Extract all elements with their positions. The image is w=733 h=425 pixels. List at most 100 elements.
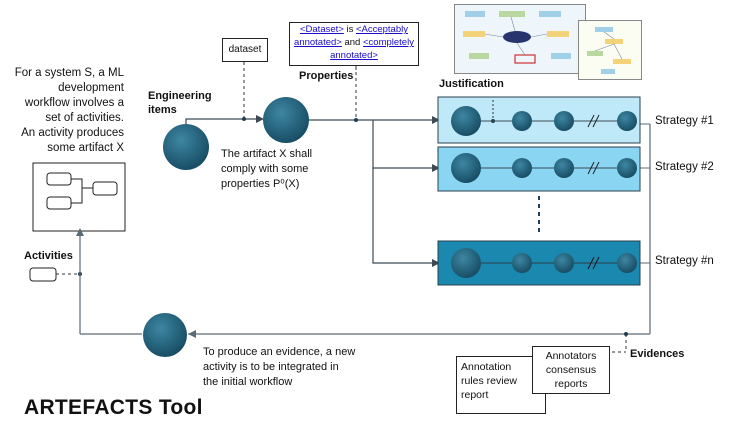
thumb1-block-1 xyxy=(465,11,485,17)
lane1-node-1 xyxy=(451,106,481,136)
lane2-in-arrow xyxy=(432,164,440,172)
loop-arrow-left xyxy=(188,330,196,338)
lane2-node-1 xyxy=(451,153,481,183)
branch-to-lane2 xyxy=(372,120,438,169)
thumb1-link-3 xyxy=(516,42,526,56)
justification-label: Justification xyxy=(439,78,504,90)
workflow-mini-node-2 xyxy=(46,196,72,210)
thumb2-block-2 xyxy=(605,39,623,44)
thumb1-block-3 xyxy=(539,11,561,17)
requirement-line-1: The artifact X shall xyxy=(221,148,313,160)
properties-label: Properties xyxy=(299,70,354,82)
annotators-consensus-reports-doc: Annotators consensus reports xyxy=(532,346,610,394)
doc1-line-1: Annotation xyxy=(461,361,512,373)
properties-and: and xyxy=(341,37,363,48)
doc2-line-1: Annotators xyxy=(545,350,597,362)
acceptably-annotated-link[interactable]: <Acceptably annotated> xyxy=(294,24,408,48)
engineering-items-label-line-1: Engineering xyxy=(148,90,212,102)
requirement-text: The artifact X shall comply with some pr… xyxy=(221,147,363,192)
lane1-in-arrow xyxy=(432,116,440,124)
dataset-link[interactable]: <Dataset> xyxy=(299,24,344,35)
lane1-break-b xyxy=(592,114,600,128)
branch-to-lane3 xyxy=(372,168,438,264)
doc2-line-3: reports xyxy=(554,378,588,390)
requirement-line-3: properties P⁰(X) xyxy=(221,178,300,190)
properties-junction xyxy=(354,118,358,122)
doc2-line-2: consensus xyxy=(545,364,597,376)
lane3-node-4 xyxy=(617,253,637,273)
lane2-node-3 xyxy=(554,158,574,178)
engineering-items-label-line-2: items xyxy=(148,104,177,116)
lane3-break-a xyxy=(587,256,595,270)
doc1-line-3: report xyxy=(461,389,489,401)
lane2-break-b xyxy=(592,161,600,175)
system-line-5: An activity produces xyxy=(21,127,124,139)
lane1-node-4 xyxy=(617,111,637,131)
system-line-4: set of activities. xyxy=(45,112,124,124)
doc1-line-2: rules review xyxy=(461,375,518,387)
loop-arrow-up xyxy=(76,228,84,236)
tool-screenshot-thumbnail-2 xyxy=(578,20,642,80)
thumb2-block-5 xyxy=(601,69,615,74)
system-line-2: development xyxy=(58,82,124,94)
workflow-mini-node-1 xyxy=(46,172,72,186)
evidence-line-1: To produce an evidence, a new xyxy=(203,346,356,358)
lane1-break-a xyxy=(587,114,595,128)
lane3-node-1 xyxy=(451,248,481,278)
workflow-mini-node-3 xyxy=(92,181,118,196)
properties-is: is xyxy=(343,24,356,35)
tool-title: ARTEFACTS Tool xyxy=(24,396,203,419)
thumb1-block-8 xyxy=(551,53,571,59)
lane1-node-2 xyxy=(512,111,532,131)
system-line-3: workflow involves a xyxy=(24,97,124,109)
thumb2-block-3 xyxy=(587,51,603,56)
evidence-line-3: the initial workflow xyxy=(203,376,293,388)
thumb1-block-6 xyxy=(469,53,489,59)
completely-annotated-link[interactable]: <completely annotated> xyxy=(330,37,414,61)
annotation-rules-review-report-doc: Annotation rules review report xyxy=(456,356,546,414)
lane2-node-4 xyxy=(617,158,637,178)
artifact-node xyxy=(263,97,309,143)
thumb1-block-2 xyxy=(499,11,525,17)
engineering-items-label: Engineering items xyxy=(148,89,212,117)
lane3-break-b xyxy=(592,256,600,270)
strategy-n-label: Strategy #n xyxy=(655,255,714,267)
thumb1-link-1 xyxy=(484,33,504,38)
thumb2-block-1 xyxy=(595,27,613,32)
thumbnail-1-graphic xyxy=(455,5,585,73)
lane3-in-arrow xyxy=(432,259,440,267)
thumb2-link-2 xyxy=(594,43,615,52)
tool-screenshot-thumbnail-1 xyxy=(454,4,586,74)
thumbnail-2-graphic xyxy=(579,21,641,79)
workflow-mini-link-2 xyxy=(71,188,83,204)
evidence-node xyxy=(143,313,187,357)
thumb1-block-4 xyxy=(463,31,485,37)
evidences-label: Evidences xyxy=(630,348,685,360)
system-line-1: For a system S, a ML xyxy=(14,67,124,79)
strategy-1-label: Strategy #1 xyxy=(655,115,714,127)
dataset-note: dataset xyxy=(222,38,268,62)
system-line-6: some artifact X xyxy=(47,142,124,154)
evidence-description: To produce an evidence, a new activity i… xyxy=(203,345,403,390)
workflow-box xyxy=(32,162,126,232)
thumb2-link-3 xyxy=(613,43,623,60)
thumb1-block-5 xyxy=(547,31,569,37)
strategy-2-label: Strategy #2 xyxy=(655,161,714,173)
lane2-node-2 xyxy=(512,158,532,178)
system-description: For a system S, a ML development workflo… xyxy=(6,66,124,156)
lane3-node-2 xyxy=(512,253,532,273)
thumb1-center-node xyxy=(503,31,531,43)
lane3-node-3 xyxy=(554,253,574,273)
lane2-break-a xyxy=(587,161,595,175)
requirement-line-2: comply with some xyxy=(221,163,309,175)
thumb1-link-4 xyxy=(510,16,516,32)
thumb2-link-1 xyxy=(603,31,615,40)
activities-label: Activities xyxy=(24,250,73,262)
activity-node xyxy=(29,267,57,282)
workflow-mini-link-1 xyxy=(71,178,93,189)
eng-to-artifact-arrow xyxy=(256,115,264,123)
engineering-item-node xyxy=(163,124,209,170)
thumb2-block-4 xyxy=(613,59,631,64)
